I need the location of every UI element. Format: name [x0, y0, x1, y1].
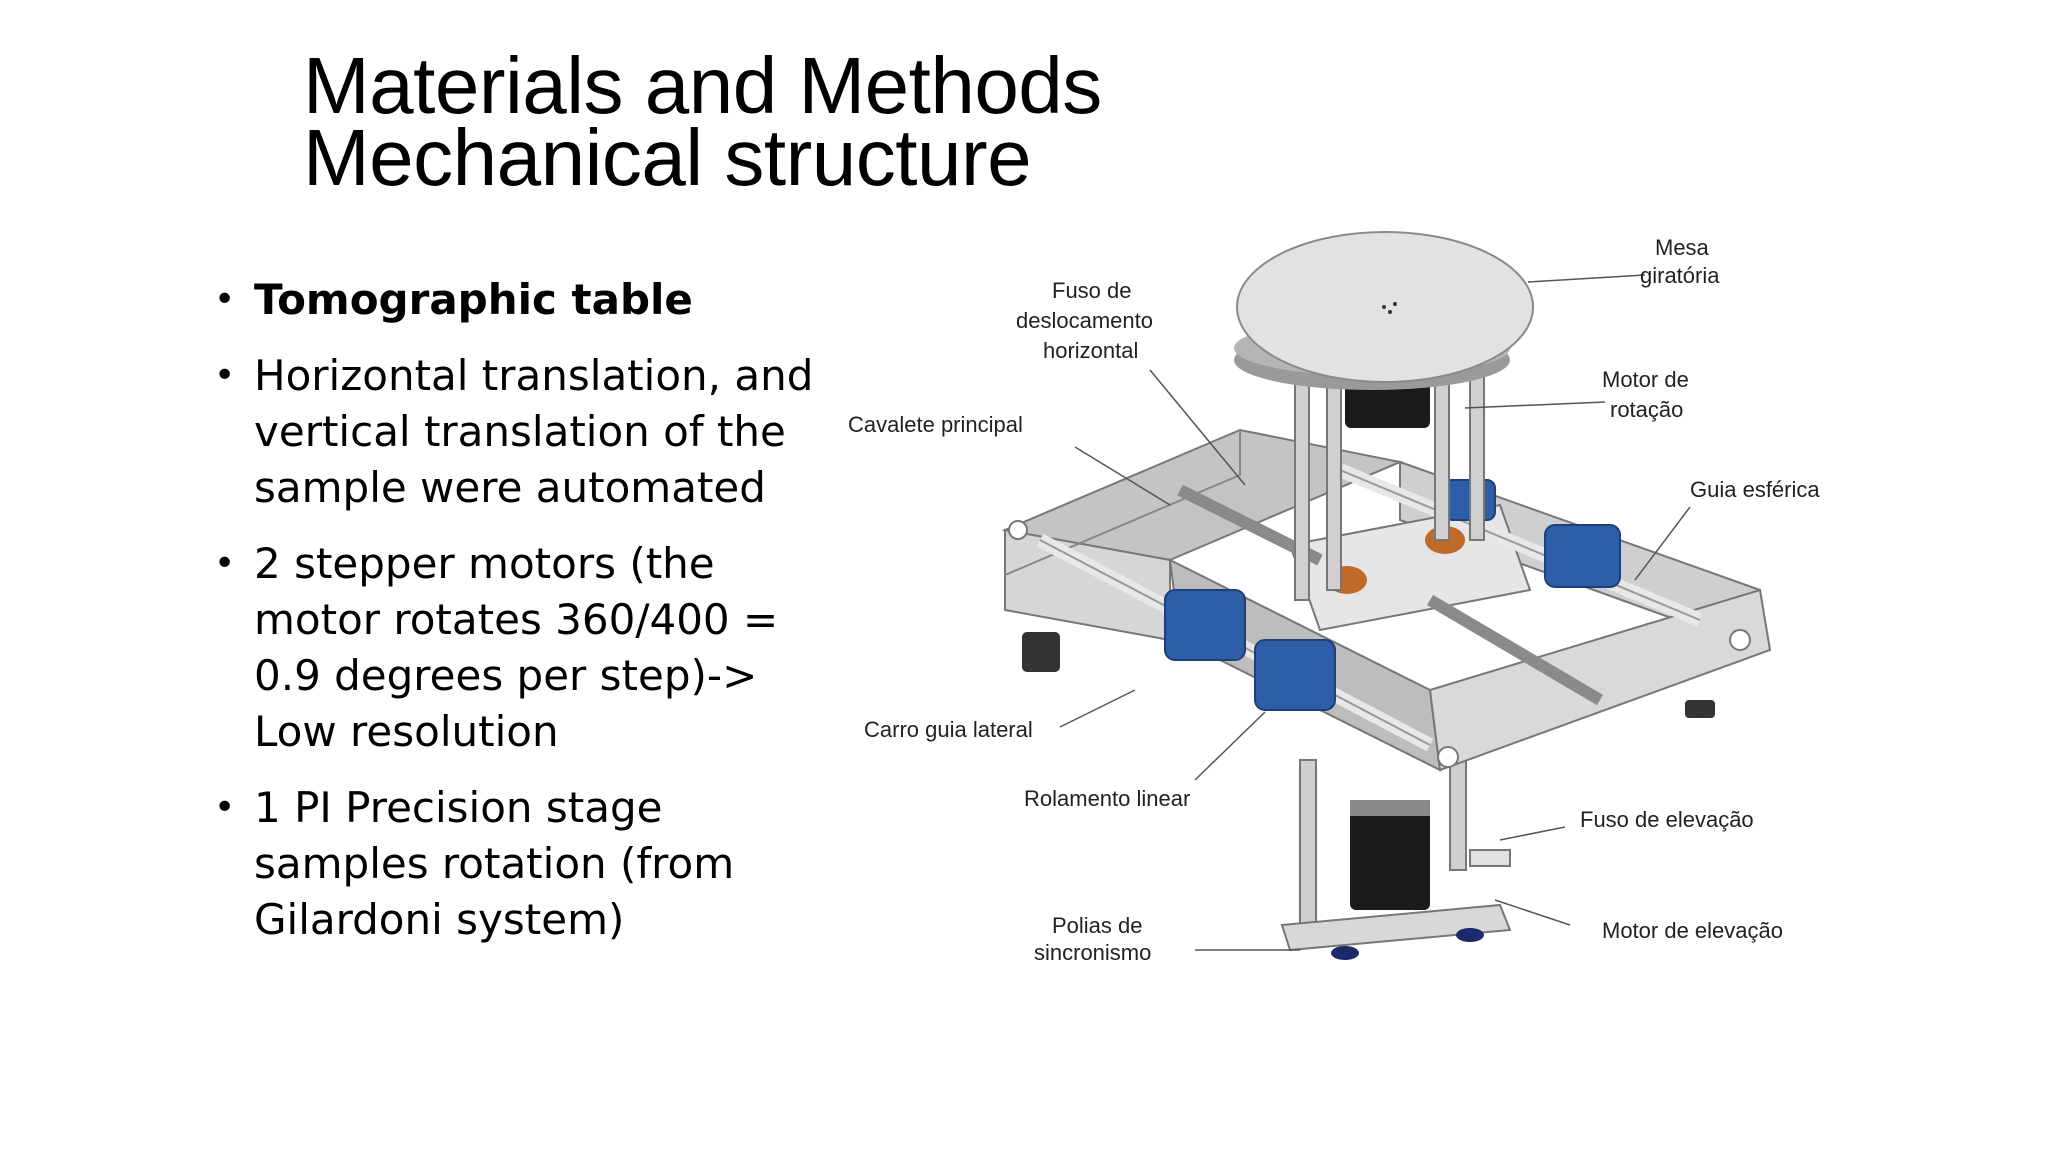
leader-lines [1059, 274, 1691, 951]
label-mesa: Mesa [1655, 235, 1710, 260]
label-fuso-horizontal: horizontal [1043, 338, 1138, 363]
linear-bearing-icon [1254, 639, 1336, 711]
label-cavalete: Cavalete principal [848, 412, 1023, 437]
label-guia: Guia esférica [1690, 477, 1820, 502]
bullet-text: Tomographic table [254, 275, 693, 324]
title-line-1: Materials and Methods [303, 41, 1102, 130]
label-fuso-elevacao: Fuso de elevação [1580, 807, 1754, 832]
bullet-dot-icon: • [214, 355, 236, 396]
elevation-motor-icon [1350, 800, 1430, 910]
linear-bearing-icon [1164, 589, 1246, 661]
bullet-dot-icon: • [214, 279, 236, 320]
label-rolamento: Rolamento linear [1024, 786, 1190, 811]
label-mesa: giratória [1640, 263, 1720, 288]
label-fuso-horizontal: Fuso de [1052, 278, 1132, 303]
bullet-dot-icon: • [214, 543, 236, 584]
label-motor-rotacao: Motor de [1602, 367, 1689, 392]
bullet-text: 1 PI Precision stage samples rotation (f… [254, 783, 735, 944]
bullet-text: Horizontal translation, and vertical tra… [254, 351, 814, 512]
label-polias: Polias de [1052, 913, 1143, 938]
bullet-item: • 2 stepper motors (the motor rotates 36… [214, 536, 824, 760]
lower-column [1280, 759, 1512, 960]
bullet-list: • Tomographic table • Horizontal transla… [214, 272, 824, 968]
label-motor-elevacao: Motor de elevação [1602, 918, 1783, 943]
label-polias: sincronismo [1034, 940, 1151, 965]
linear-bearing-icon [1544, 524, 1621, 588]
bullet-item: • Horizontal translation, and vertical t… [214, 348, 824, 516]
title-line-2: Mechanical structure [303, 113, 1032, 202]
bullet-dot-icon: • [214, 787, 236, 828]
bullet-item: • Tomographic table [214, 272, 824, 328]
slide-title: Materials and Methods Mechanical structu… [303, 41, 1102, 202]
label-motor-rotacao: rotação [1610, 397, 1683, 422]
label-fuso-horizontal: deslocamento [1016, 308, 1153, 333]
label-carro: Carro guia lateral [864, 717, 1033, 742]
bullet-text: 2 stepper motors (the motor rotates 360/… [254, 539, 779, 756]
rotating-table [1234, 231, 1534, 390]
bullet-item: • 1 PI Precision stage samples rotation … [214, 780, 824, 948]
tomographic-table-diagram: Mesa giratória Fuso de deslocamento hori… [848, 231, 1820, 965]
